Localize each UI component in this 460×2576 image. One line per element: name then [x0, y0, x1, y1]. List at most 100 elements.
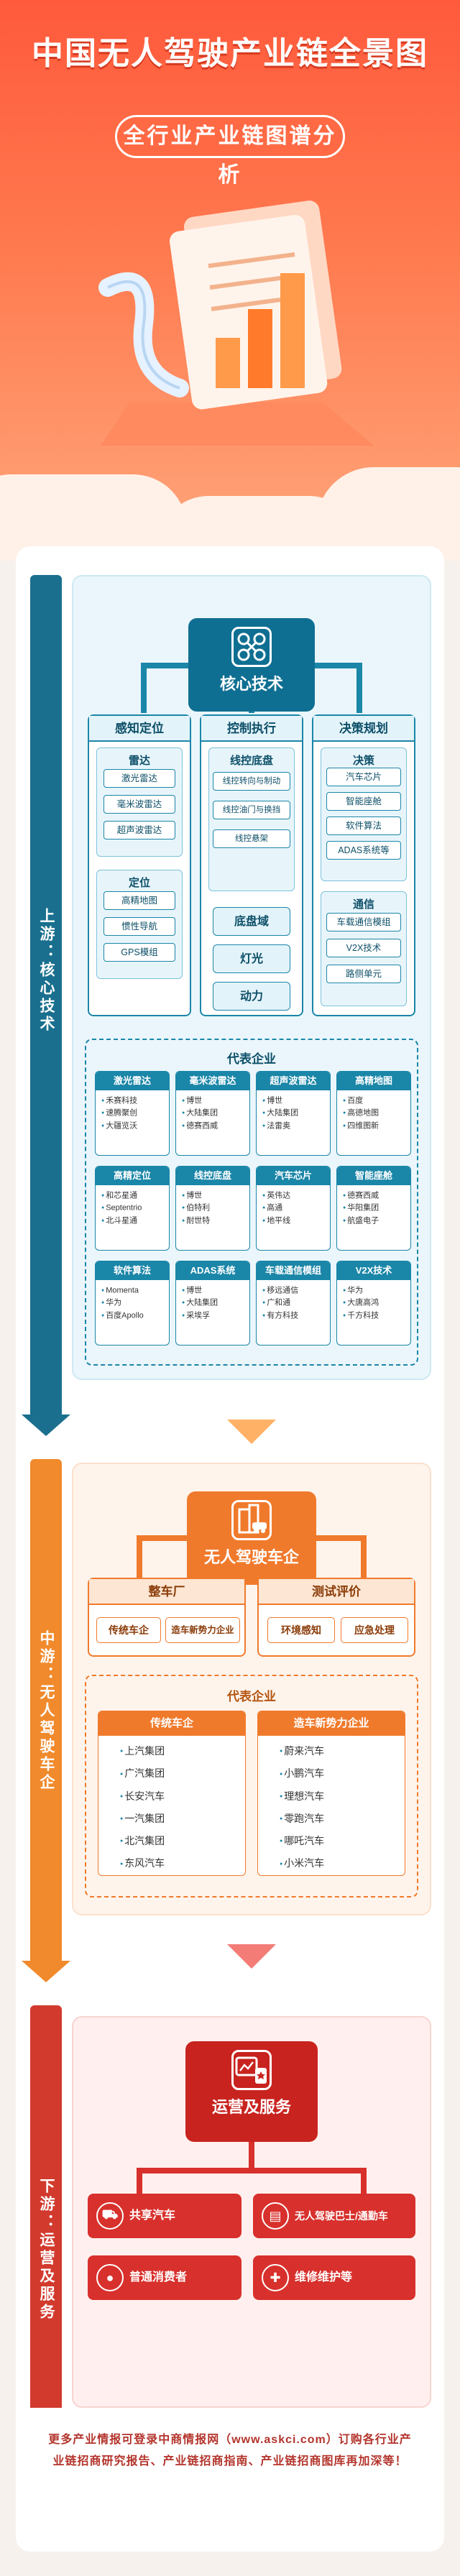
- car-maker-node: 无人驾驶车企: [187, 1491, 316, 1585]
- rep-card-title: 造车新势力企业: [258, 1711, 405, 1736]
- item-pill: 路侧单元: [326, 965, 401, 983]
- company-name: 华为: [101, 1297, 163, 1309]
- rep-card-title: 智能座舱: [337, 1167, 410, 1185]
- hero-illustration: [98, 201, 374, 446]
- rep-card-title: 车载通信模组: [257, 1261, 330, 1280]
- midstream-rep-box: 代表企业: [85, 1675, 418, 1898]
- rep-card-body: 英伟达高通地平线: [257, 1185, 330, 1230]
- company-name: 伯特利: [182, 1202, 244, 1214]
- car-maker-label: 无人驾驶车企: [203, 1548, 299, 1566]
- midstream-rail-label: 中游：无人驾驶车企: [38, 1629, 55, 1792]
- company-name: 采埃孚: [182, 1310, 244, 1322]
- company-name: 北汽集团: [120, 1830, 239, 1852]
- card-bus: ▤ 无人驾驶巴士/通勤车: [253, 2194, 415, 2238]
- rep-card-body: 博世大陆集团法雷奥: [257, 1090, 330, 1135]
- rep-card-title: 软件算法: [96, 1261, 169, 1280]
- company-name: 高通: [262, 1202, 324, 1214]
- car-share-icon: ⛟: [96, 2202, 124, 2230]
- service-screen-icon: [231, 2050, 272, 2090]
- upstream-rep-title: 代表企业: [227, 1052, 276, 1066]
- rep-card: 车载通信模组移远通信广和通有方科技: [256, 1261, 331, 1346]
- company-name: Momenta: [101, 1284, 163, 1297]
- item-pill: GPS模组: [104, 943, 175, 962]
- item-pill: 激光雷达: [104, 769, 175, 788]
- branch-oem-title: 整车厂: [89, 1579, 244, 1605]
- rep-card: 高精定位和芯星通Septentrio北斗星通: [95, 1166, 170, 1251]
- rep-card: 传统车企上汽集团广汽集团长安汽车一汽集团北汽集团东风汽车: [98, 1711, 246, 1876]
- core-tech-label: 核心技术: [219, 675, 283, 693]
- company-name: 广汽集团: [120, 1762, 239, 1785]
- card-maintenance: ✚ 维修维护等: [253, 2255, 415, 2300]
- connector: [356, 663, 362, 713]
- company-name: 小米汽车: [280, 1852, 399, 1874]
- rep-card-title: 线控底盘: [176, 1167, 249, 1185]
- item-pill: 车载通信模组: [326, 913, 401, 932]
- item-pill: 线控转向与制动: [213, 772, 290, 791]
- bus-icon: ▤: [262, 2202, 289, 2230]
- user-icon: ●: [96, 2264, 124, 2291]
- item-pill: 智能座舱: [326, 792, 401, 811]
- company-name: 千方科技: [343, 1310, 405, 1322]
- company-name: 大陆集团: [182, 1297, 244, 1309]
- connector: [361, 2168, 367, 2194]
- company-name: 哪吒汽车: [280, 1830, 399, 1852]
- col-decision-title: 决策规划: [313, 716, 414, 742]
- rep-card-body: 上汽集团广汽集团长安汽车一汽集团北汽集团东风汽车: [98, 1736, 245, 1875]
- company-name: 英伟达: [262, 1190, 324, 1202]
- rep-card-body: 德赛西威华阳集团航盛电子: [337, 1185, 410, 1230]
- section-chevron: [227, 1420, 276, 1444]
- rep-card-body: 博世大陆集团采埃孚: [176, 1280, 249, 1325]
- rep-card-body: 华为大唐高鸿千方科技: [337, 1280, 410, 1325]
- subtitle-box: 全行业产业链图谱分析: [115, 115, 345, 187]
- rep-card-body: 禾赛科技速腾聚创大疆览沃: [96, 1090, 169, 1135]
- company-name: 蔚来汽车: [280, 1740, 399, 1762]
- col-control-title: 控制执行: [201, 716, 302, 742]
- company-name: 高德地图: [343, 1107, 405, 1119]
- group-chassis: 线控底盘: [208, 748, 295, 891]
- company-name: 东风汽车: [120, 1852, 239, 1874]
- item-pill: 超声波雷达: [104, 821, 175, 840]
- company-name: 长安汽车: [120, 1785, 239, 1808]
- connector: [316, 1535, 367, 1541]
- connector: [137, 2168, 142, 2194]
- wrench-icon: ✚: [262, 2264, 289, 2291]
- col-perception-title: 感知定位: [89, 716, 190, 742]
- upstream-rail-label: 上游：核心技术: [38, 907, 55, 1034]
- group-communication-title: 通信: [352, 898, 374, 911]
- item-pill: 汽车芯片: [326, 768, 401, 786]
- company-name: 零跑汽车: [280, 1808, 399, 1830]
- company-name: 大陆集团: [262, 1107, 324, 1119]
- rep-card-body: 博世伯特利耐世特: [176, 1185, 249, 1230]
- upstream-rep-box: 代表企业: [85, 1039, 418, 1366]
- branch-testing-title: 测试评价: [259, 1579, 414, 1605]
- company-name: 有方科技: [262, 1310, 324, 1322]
- company-name: Septentrio: [101, 1202, 163, 1214]
- connector: [249, 2142, 254, 2171]
- company-name: 北斗星通: [101, 1215, 163, 1227]
- section-chevron: [227, 1944, 276, 1969]
- item-pill: ADAS系统等: [326, 841, 401, 860]
- rep-card-title: 超声波雷达: [257, 1072, 330, 1090]
- item-pill: 线控油门与换挡: [213, 801, 290, 819]
- item-lighting: 灯光: [213, 944, 290, 973]
- company-name: 博世: [262, 1095, 324, 1107]
- rep-card: 造车新势力企业蔚来汽车小鹏汽车理想汽车零跑汽车哪吒汽车小米汽车: [257, 1711, 405, 1876]
- company-name: 博世: [182, 1284, 244, 1297]
- rep-card: 高精地图百度高德地图四维图新: [336, 1071, 411, 1156]
- rep-card: 软件算法Momenta华为百度Apollo: [95, 1261, 170, 1346]
- rep-card: ADAS系统博世大陆集团采埃孚: [175, 1261, 250, 1346]
- company-name: 和芯星通: [101, 1190, 163, 1202]
- company-name: 德赛西威: [343, 1190, 405, 1202]
- company-name: 博世: [182, 1190, 244, 1202]
- item-pill: 造车新势力企业: [165, 1617, 240, 1643]
- rep-card-body: 百度高德地图四维图新: [337, 1090, 410, 1135]
- upstream-rail: 上游：核心技术: [30, 575, 62, 1416]
- operation-node: 运营及服务: [185, 2041, 318, 2142]
- item-pill: 毫米波雷达: [104, 795, 175, 814]
- rep-card-title: 高精地图: [337, 1072, 410, 1090]
- company-name: 一汽集团: [120, 1808, 239, 1830]
- rep-card-body: 移远通信广和通有方科技: [257, 1280, 330, 1325]
- connector: [141, 663, 147, 713]
- building-car-icon: [231, 1500, 272, 1540]
- company-name: 大陆集团: [182, 1107, 244, 1119]
